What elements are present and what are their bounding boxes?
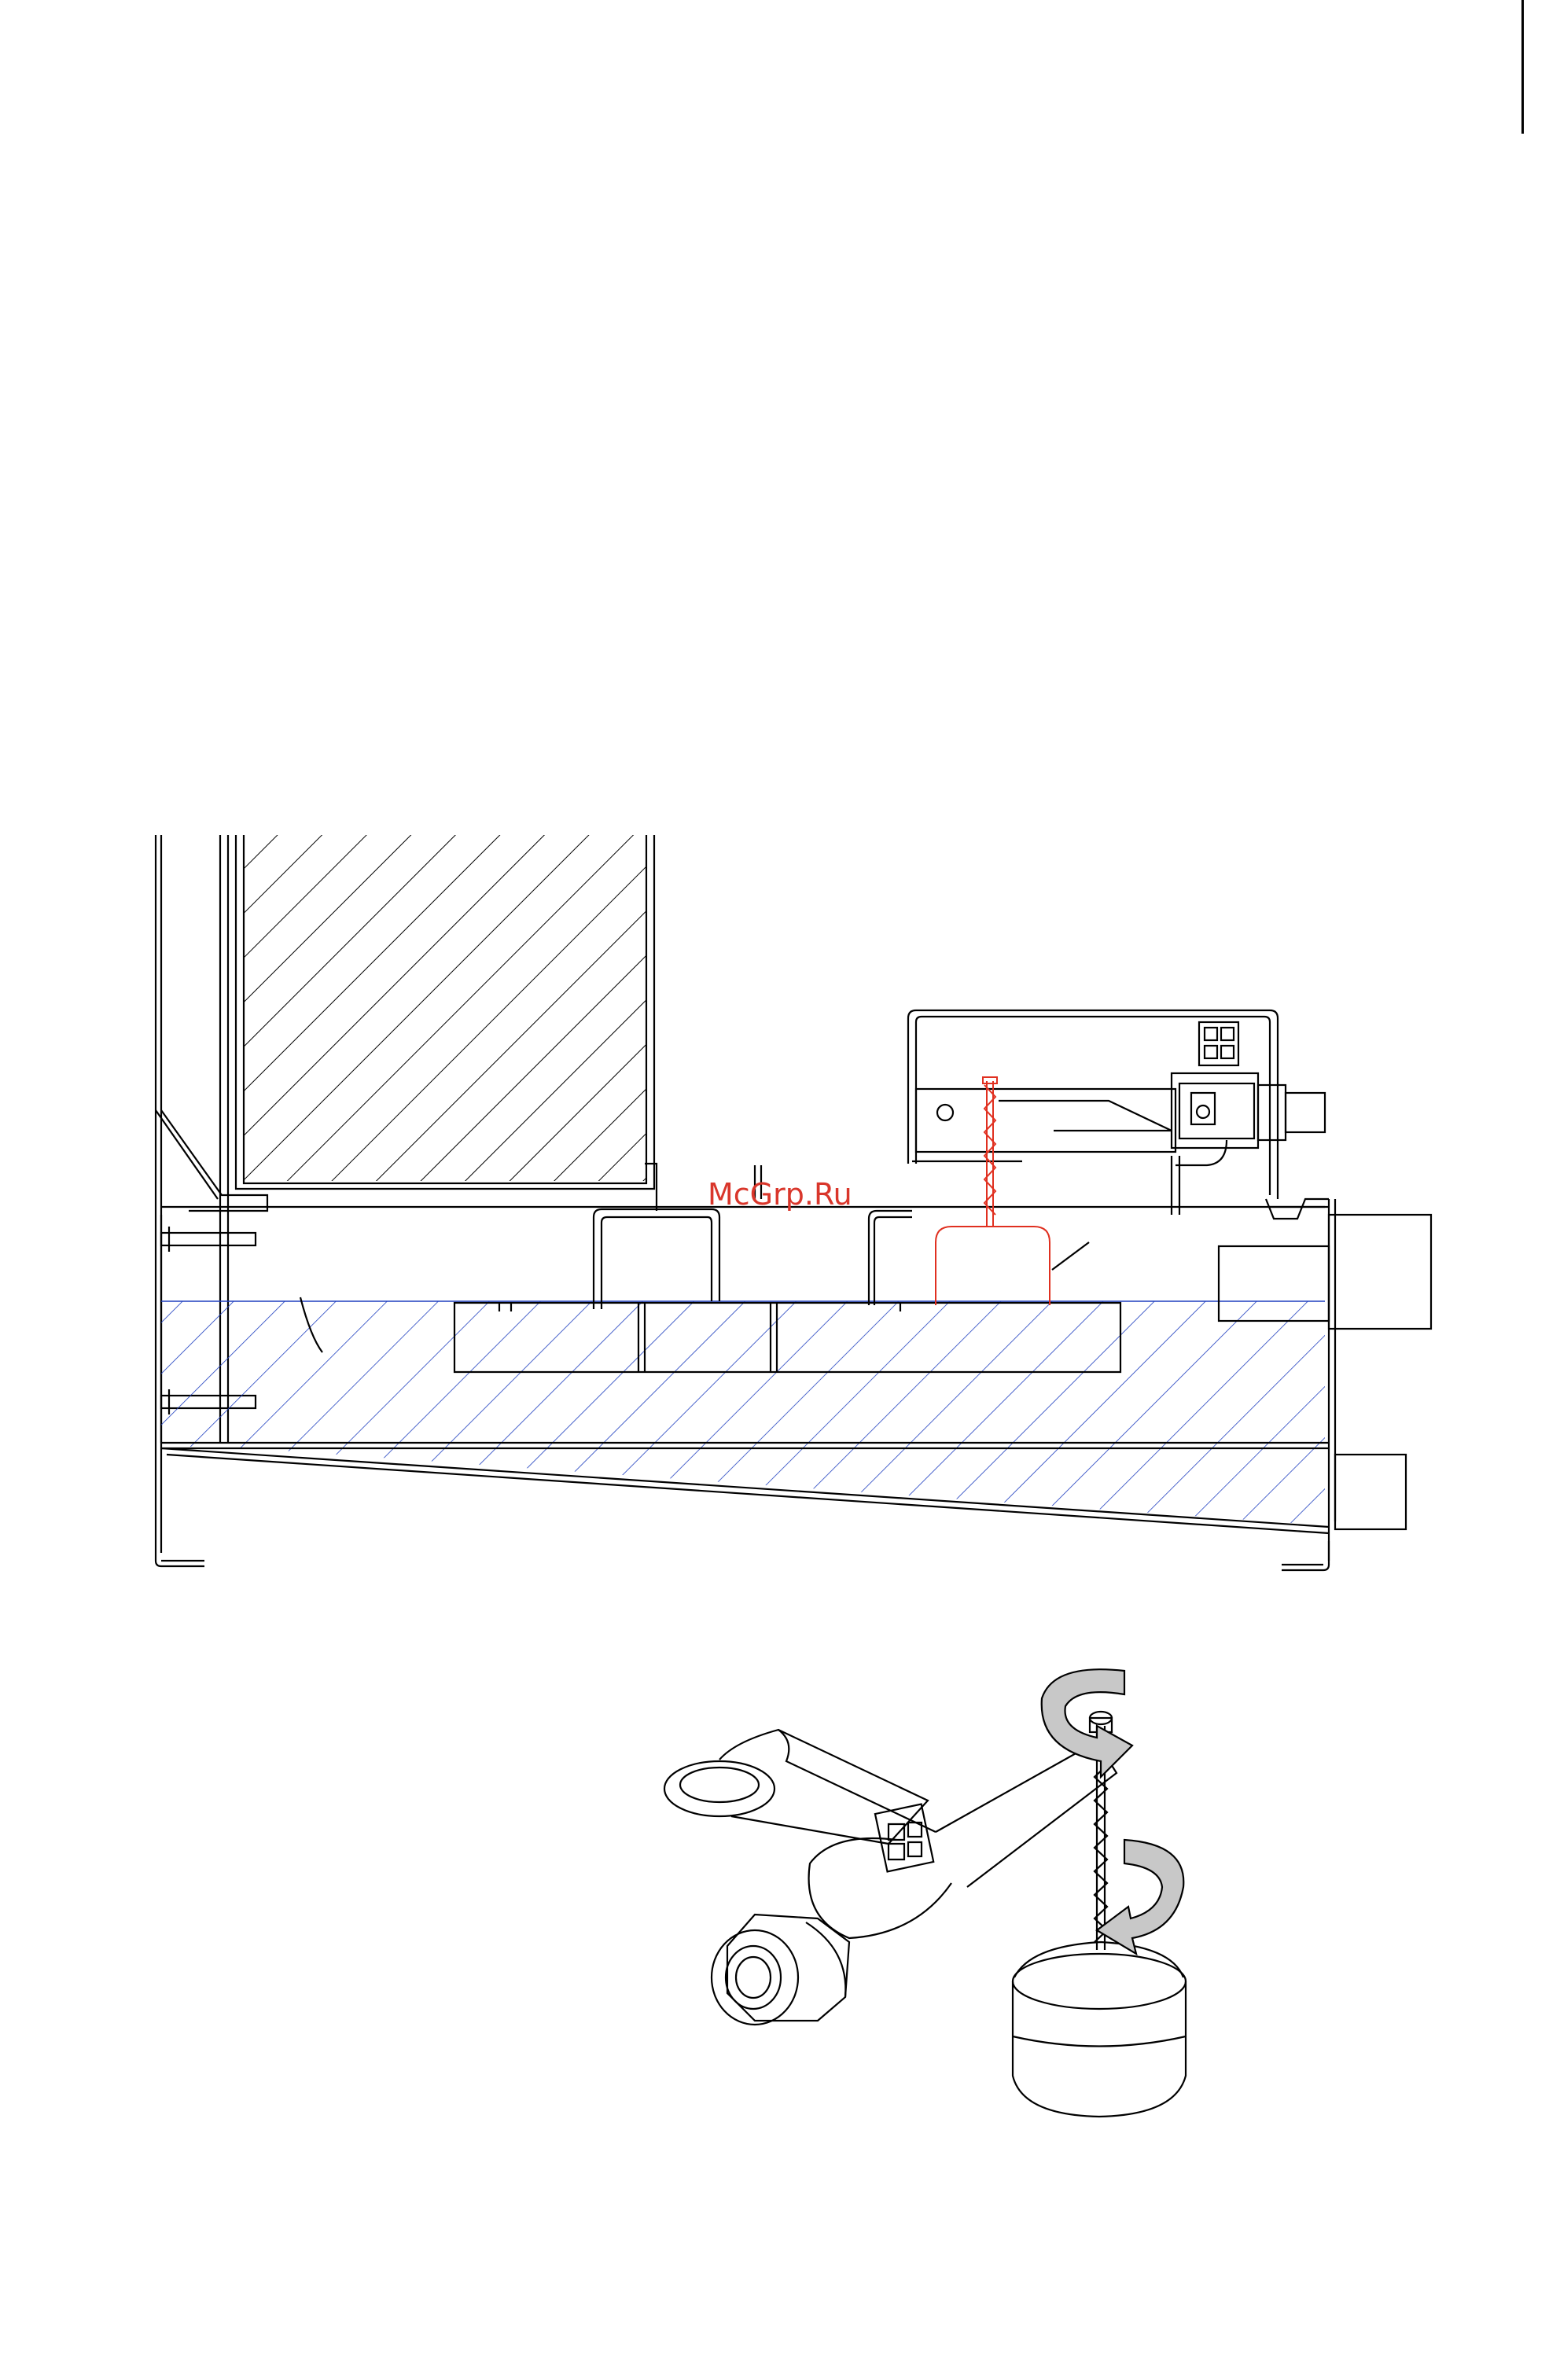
ball-valve-icon [664, 1730, 1117, 2025]
rotation-arrow-bottom-icon [1097, 1840, 1183, 1954]
float-icon [1013, 1942, 1186, 2117]
isometric-view [664, 1669, 1186, 2117]
watermark: McGrp.Ru [708, 1177, 852, 1212]
connector-block-icon [1199, 1022, 1238, 1065]
float-valve-icon [908, 1010, 1329, 1219]
leader-line [1052, 1242, 1089, 1270]
water-hatch-icon [161, 1301, 1325, 1525]
insulation-hatch-icon [236, 835, 657, 1211]
rotation-arrow-top-icon [1042, 1669, 1132, 1777]
